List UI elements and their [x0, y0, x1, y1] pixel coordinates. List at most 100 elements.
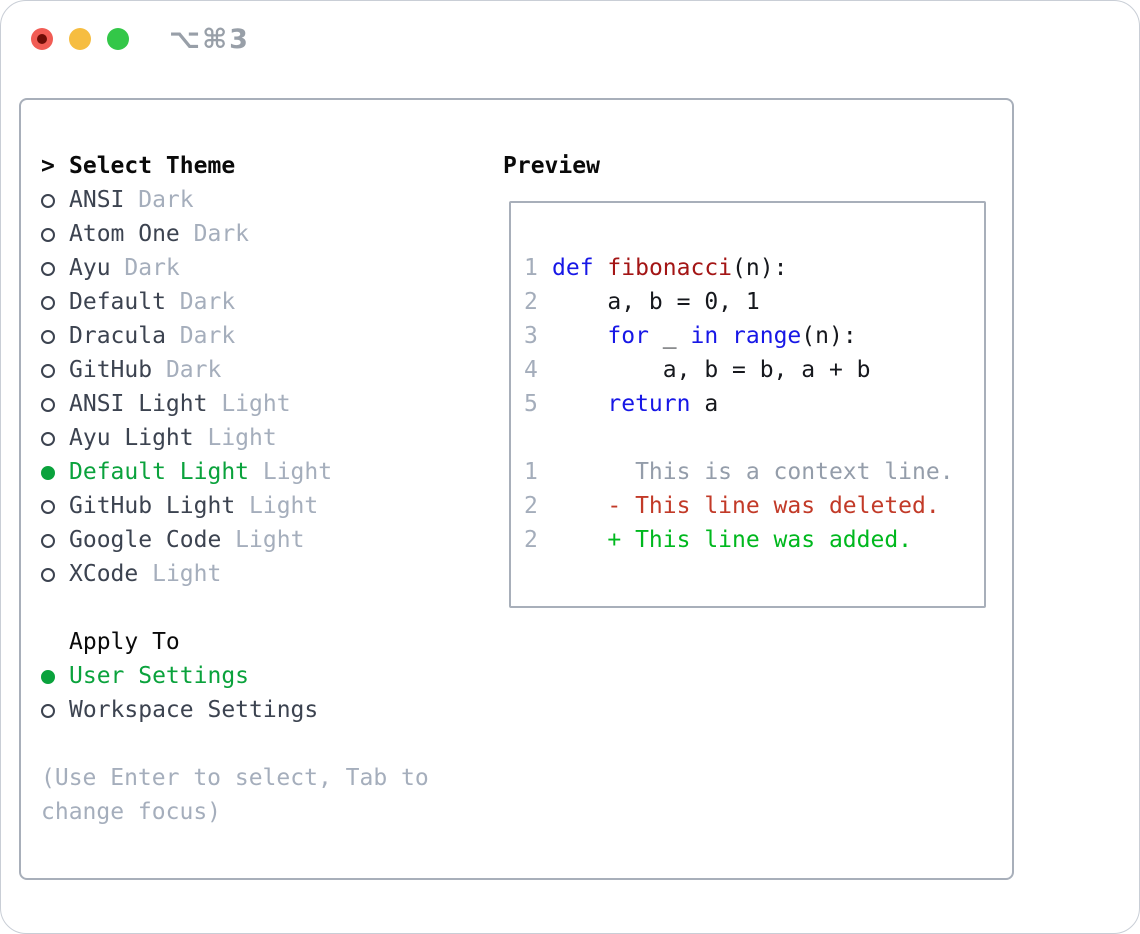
radio-unselected-icon — [41, 330, 55, 344]
preview-pane: 1 def fibonacci (n): 2 a, b = 0, 1 3 for _ i… — [509, 201, 986, 608]
radio-unselected-icon — [41, 432, 55, 446]
item-variant-label: Dark — [165, 323, 236, 349]
select-theme-header-label: Select Theme — [69, 153, 236, 179]
preview-code-line: 2 + This line was added. — [524, 523, 984, 557]
item-variant-label: Light — [249, 459, 333, 485]
item-label: GitHub — [69, 357, 153, 383]
code-segment-plain: a, b = 0, 1 — [552, 289, 760, 315]
window-shortcut-label: ⌥⌘3 — [169, 23, 250, 55]
code-segment-function: fibonacci — [607, 255, 733, 281]
line-number: 1 — [524, 255, 538, 281]
code-segment-keyword: in — [690, 323, 719, 349]
theme-option[interactable]: XCode Light — [41, 557, 503, 591]
theme-option[interactable]: Default Light Light — [41, 455, 503, 489]
item-label: User Settings — [69, 663, 250, 689]
spacer — [41, 727, 503, 761]
item-variant-label: Dark — [165, 289, 236, 315]
item-variant-label: Dark — [152, 357, 222, 383]
radio-unselected-icon — [41, 568, 55, 582]
theme-option[interactable]: Atom One Dark — [41, 217, 503, 251]
preview-code-line: 4 a, b = b, a + b — [524, 353, 984, 387]
code-segment-context: This is a context line. — [552, 459, 954, 485]
theme-option[interactable]: ANSI Light Light — [41, 387, 503, 421]
code-segment-plain — [552, 391, 607, 417]
code-segment-keyword: for — [607, 323, 649, 349]
preview-code-line: 2 a, b = 0, 1 — [524, 285, 984, 319]
apply-to-header: Apply To — [41, 625, 503, 659]
code-segment-keyword: def — [552, 255, 594, 281]
apply-to-option[interactable]: Workspace Settings — [41, 693, 503, 727]
radio-unselected-icon — [41, 228, 55, 242]
select-theme-header: > Select Theme — [41, 149, 503, 183]
item-label: ANSI — [69, 187, 125, 213]
zoom-button[interactable] — [107, 28, 129, 50]
code-segment-plain: _ — [648, 323, 691, 349]
item-label: GitHub Light — [69, 493, 236, 519]
item-variant-label: Light — [235, 493, 319, 519]
radio-unselected-icon — [41, 194, 55, 208]
apply-to-header-label: Apply To — [69, 629, 180, 655]
radio-selected-icon — [41, 466, 55, 480]
code-segment-plain — [594, 255, 608, 281]
code-segment-plain: a, b = b, a + b — [552, 357, 871, 383]
preview-code-line: 5 return a — [524, 387, 984, 421]
code-segment-plain — [718, 323, 732, 349]
item-variant-label: Light — [193, 425, 277, 451]
item-variant-label: Light — [221, 527, 305, 553]
preview-column: Preview 1 def fibonacci (n): 2 a, b = 0, 1 3… — [503, 149, 1012, 878]
item-label: Ayu Light — [69, 425, 194, 451]
theme-option[interactable]: Google Code Light — [41, 523, 503, 557]
preview-code-line: 1 This is a context line. — [524, 455, 984, 489]
theme-option[interactable]: ANSI Dark — [41, 183, 503, 217]
line-number: 1 — [524, 459, 538, 485]
line-number: 4 — [524, 357, 538, 383]
apply-to-option[interactable]: User Settings — [41, 659, 503, 693]
theme-option[interactable]: Ayu Dark — [41, 251, 503, 285]
code-segment-plain — [552, 323, 607, 349]
spacer — [41, 591, 503, 625]
code-segment-deleted: - This line was deleted. — [552, 493, 940, 519]
line-number: 3 — [524, 323, 538, 349]
item-label: XCode — [69, 561, 139, 587]
radio-unselected-icon — [41, 398, 55, 412]
radio-unselected-icon — [41, 534, 55, 548]
item-variant-label: Dark — [179, 221, 250, 247]
radio-unselected-icon — [41, 296, 55, 310]
code-segment-keyword: return — [607, 391, 691, 417]
code-segment-keyword: range — [732, 323, 802, 349]
preview-header-label: Preview — [503, 153, 600, 179]
line-number: 2 — [524, 527, 538, 553]
item-label: ANSI Light — [69, 391, 208, 417]
item-label: Google Code — [69, 527, 222, 553]
radio-unselected-icon — [41, 704, 55, 718]
titlebar: ⌥⌘3 — [1, 1, 1139, 77]
minimize-button[interactable] — [69, 28, 91, 50]
theme-option[interactable]: Default Dark — [41, 285, 503, 319]
cursor-indicator-icon: > — [41, 153, 55, 179]
item-variant-label: Light — [138, 561, 222, 587]
item-label: Default — [69, 289, 166, 315]
theme-option[interactable]: GitHub Light Light — [41, 489, 503, 523]
item-label: Dracula — [69, 323, 166, 349]
code-segment-plain: (n): — [801, 323, 857, 349]
preview-code-line: 2 - This line was deleted. — [524, 489, 984, 523]
close-button[interactable] — [31, 28, 53, 50]
code-segment-plain: a — [690, 391, 719, 417]
radio-unselected-icon — [41, 262, 55, 276]
theme-option[interactable]: Dracula Dark — [41, 319, 503, 353]
theme-option[interactable]: GitHub Dark — [41, 353, 503, 387]
item-label: Ayu — [69, 255, 111, 281]
line-number: 5 — [524, 391, 538, 417]
preview-code-line — [524, 421, 984, 455]
item-label: Workspace Settings — [69, 697, 319, 723]
radio-selected-icon — [41, 670, 55, 684]
item-label: Atom One — [69, 221, 180, 247]
theme-option[interactable]: Ayu Light Light — [41, 421, 503, 455]
radio-unselected-icon — [41, 500, 55, 514]
item-variant-label: Dark — [110, 255, 180, 281]
